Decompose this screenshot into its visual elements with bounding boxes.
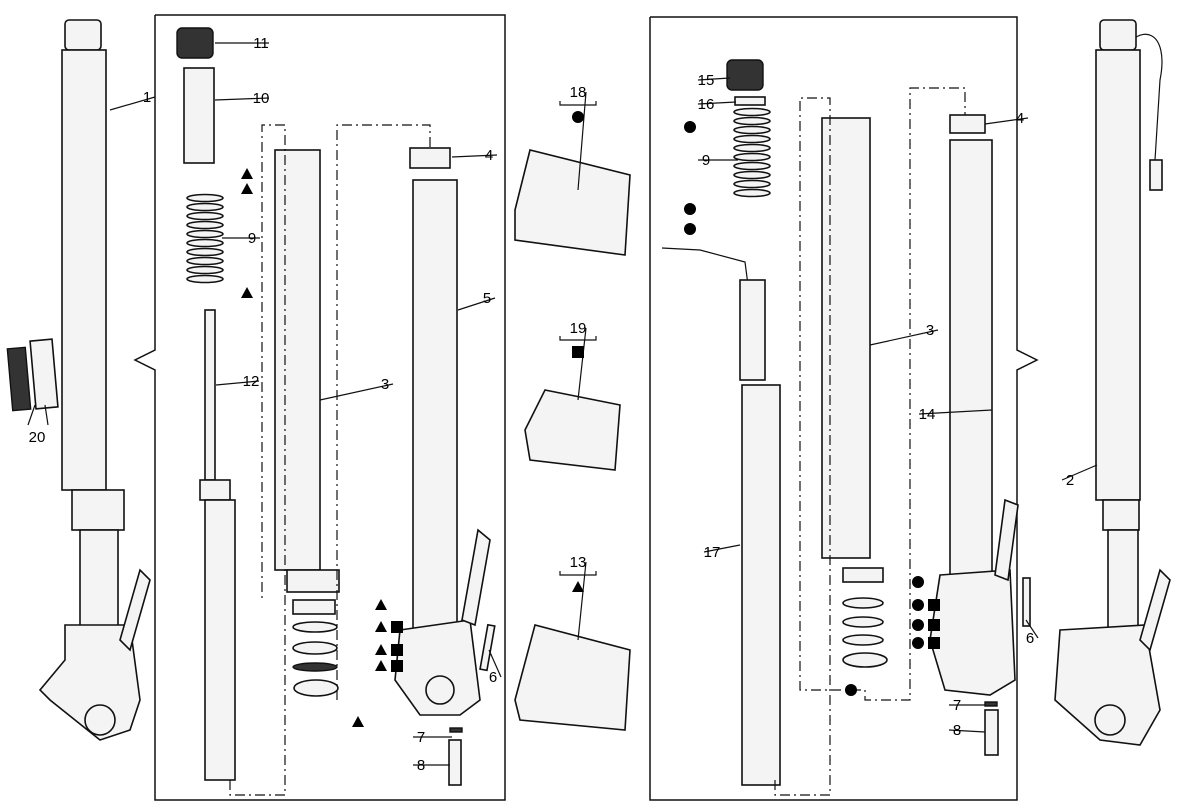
leader-line <box>1061 464 1098 481</box>
kit-13 <box>514 624 631 731</box>
part-label-9: 9 <box>702 152 710 169</box>
right-assembly-frame <box>649 16 1039 801</box>
leader-line <box>577 91 587 191</box>
triangle-kit-icon <box>375 644 387 655</box>
square-kit-icon <box>391 621 403 633</box>
part-label-18: 18 <box>570 84 587 101</box>
leader-line <box>214 97 270 101</box>
circle-kit-icon <box>912 576 924 588</box>
part-label-7: 7 <box>953 697 961 714</box>
screw-8-right <box>984 709 999 756</box>
part-label-5: 5 <box>483 290 491 307</box>
part-label-3: 3 <box>926 322 934 339</box>
square-kit-icon <box>572 346 584 358</box>
part-label-8: 8 <box>417 757 425 774</box>
circle-kit-icon <box>845 684 857 696</box>
leader-line <box>948 729 986 733</box>
rod-12 <box>199 309 236 781</box>
part-label-19: 19 <box>570 320 587 337</box>
washer-7-left <box>449 727 463 733</box>
square-kit-icon <box>928 599 940 611</box>
square-kit-icon <box>928 619 940 631</box>
leader-line <box>457 297 496 311</box>
part-label-13: 13 <box>570 554 587 571</box>
part-label-12: 12 <box>243 373 260 390</box>
leader-line <box>577 327 587 401</box>
left-assembly-frame <box>133 14 506 801</box>
triangle-kit-icon <box>241 168 253 179</box>
part-label-3: 3 <box>381 376 389 393</box>
triangle-kit-icon <box>572 581 584 592</box>
leader-line <box>319 383 394 401</box>
outer-tube-3-left <box>274 149 340 593</box>
triangle-kit-icon <box>241 287 253 298</box>
cap-15 <box>726 59 764 91</box>
part-label-8: 8 <box>953 722 961 739</box>
spring-9-right <box>733 107 771 198</box>
circle-kit-icon <box>684 223 696 235</box>
square-kit-icon <box>391 644 403 656</box>
leader-line <box>215 380 260 386</box>
part-label-15: 15 <box>698 72 715 89</box>
spring-9-left <box>186 193 224 284</box>
triangle-kit-icon <box>375 599 387 610</box>
part-label-4: 4 <box>485 147 493 164</box>
part-label-4: 4 <box>1016 110 1024 127</box>
leader-line <box>109 96 156 111</box>
protection-pads-20 <box>6 338 59 426</box>
bushing-rings-right <box>842 567 888 668</box>
leader-line <box>488 649 502 678</box>
part-label-1: 1 <box>143 89 151 106</box>
triangle-kit-icon <box>241 183 253 194</box>
outer-tube-3-right <box>821 117 871 559</box>
circle-kit-icon <box>912 619 924 631</box>
leader-line <box>697 101 737 105</box>
leader-line <box>1025 619 1039 639</box>
part-label-6: 6 <box>489 669 497 686</box>
bushing-rings-left <box>292 599 339 697</box>
leader-line <box>451 154 498 158</box>
part-label-17: 17 <box>704 544 721 561</box>
circle-kit-icon <box>912 637 924 649</box>
fork-leg-left-complete <box>38 19 151 741</box>
inner-tube-14 <box>929 114 1019 696</box>
triangle-kit-icon <box>375 621 387 632</box>
circle-kit-icon <box>684 203 696 215</box>
part-label-20: 20 <box>29 429 46 446</box>
leader-line <box>703 544 741 553</box>
leader-line <box>577 561 587 641</box>
part-label-10: 10 <box>253 90 270 107</box>
damper-cartridge-17 <box>661 247 781 786</box>
kit-19 <box>524 389 621 471</box>
part-label-14: 14 <box>919 406 936 423</box>
washer-7-right <box>984 701 998 707</box>
part-label-16: 16 <box>698 96 715 113</box>
leader-line <box>918 409 993 415</box>
screw-8-left <box>448 739 462 786</box>
square-kit-icon <box>928 637 940 649</box>
spacer-16 <box>734 96 766 106</box>
fork-leg-right-complete <box>1054 19 1171 746</box>
leader-line <box>697 77 731 81</box>
square-kit-icon <box>391 660 403 672</box>
cap-11 <box>176 27 214 59</box>
circle-kit-icon <box>912 599 924 611</box>
triangle-kit-icon <box>352 716 364 727</box>
circle-kit-icon <box>572 111 584 123</box>
screw-6-right <box>1022 577 1031 627</box>
screw-6-left <box>479 623 496 672</box>
circle-kit-icon <box>684 121 696 133</box>
part-label-7: 7 <box>417 729 425 746</box>
cartridge-10 <box>183 67 215 164</box>
inner-tube-5 <box>394 147 491 716</box>
triangle-kit-icon <box>375 660 387 671</box>
part-label-9: 9 <box>248 230 256 247</box>
part-label-11: 11 <box>253 35 269 52</box>
kit-18 <box>514 149 631 256</box>
leader-line <box>984 117 1029 125</box>
leader-line <box>869 329 939 346</box>
part-label-2: 2 <box>1066 472 1074 489</box>
part-label-6: 6 <box>1026 630 1034 647</box>
